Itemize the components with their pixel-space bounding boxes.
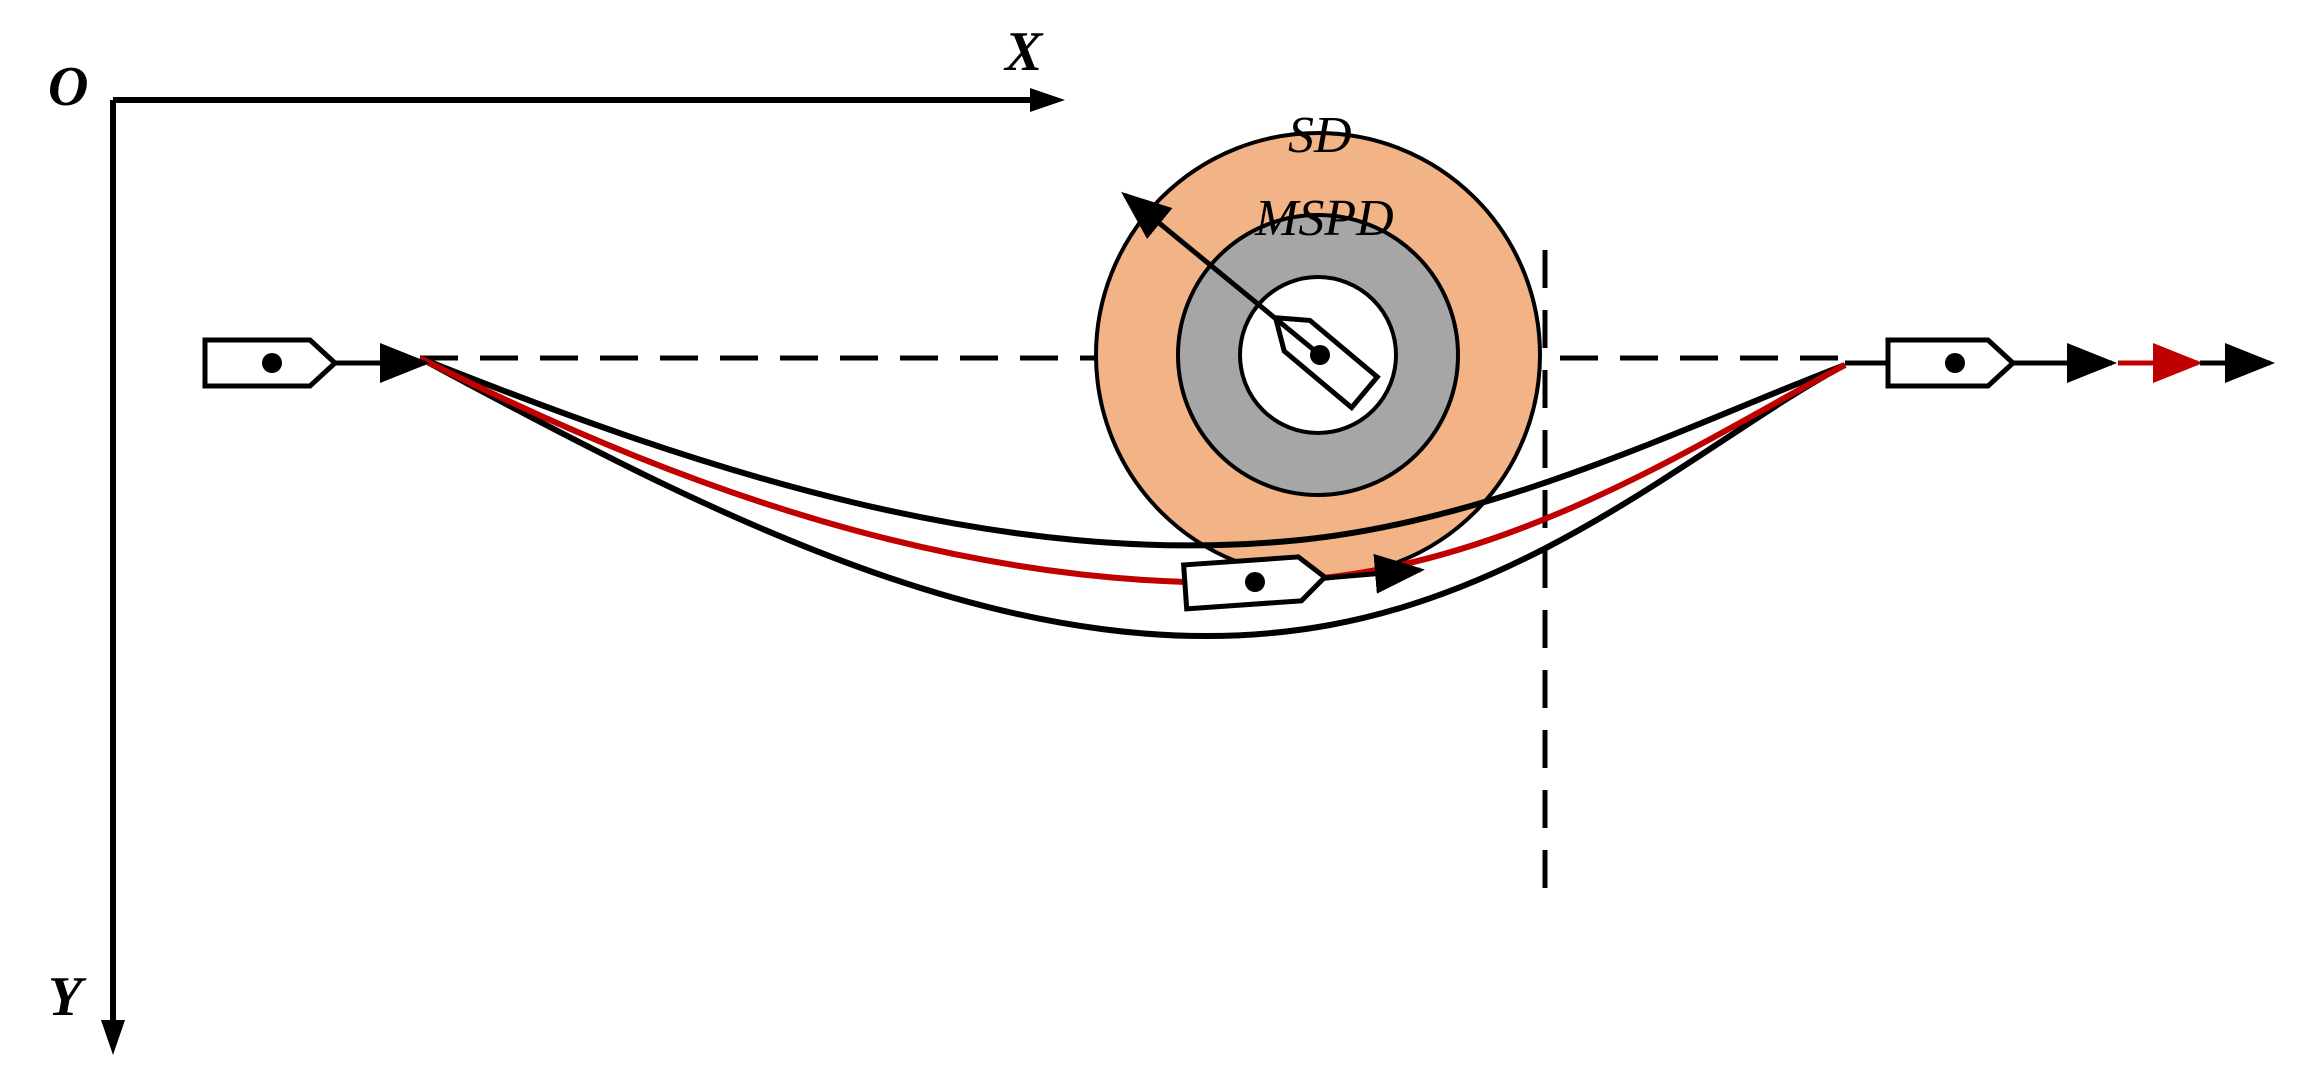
y-axis-arrowhead (101, 1020, 125, 1055)
own-ship-start-dot (262, 353, 282, 373)
origin-label: O (48, 56, 88, 118)
sd-label: SD (1288, 107, 1352, 164)
own-ship-end (1845, 337, 2275, 389)
own-ship-avoiding-dot (1245, 572, 1265, 592)
own-ship-avoiding-heading (1324, 553, 1425, 594)
coordinate-axes: O X Y (48, 21, 1065, 1055)
x-axis-label: X (1003, 21, 1044, 83)
own-ship-start (202, 337, 430, 389)
avoidance-path-upper-bound (418, 355, 1847, 549)
y-axis-label: Y (48, 966, 87, 1028)
x-axis-arrowhead (1030, 88, 1065, 112)
mspd-label: MSPD (1254, 190, 1394, 247)
target-ship-heading-vector (1121, 191, 1322, 357)
avoidance-path-lower-bound (418, 355, 1847, 639)
own-ship-end-dot (1945, 353, 1965, 373)
